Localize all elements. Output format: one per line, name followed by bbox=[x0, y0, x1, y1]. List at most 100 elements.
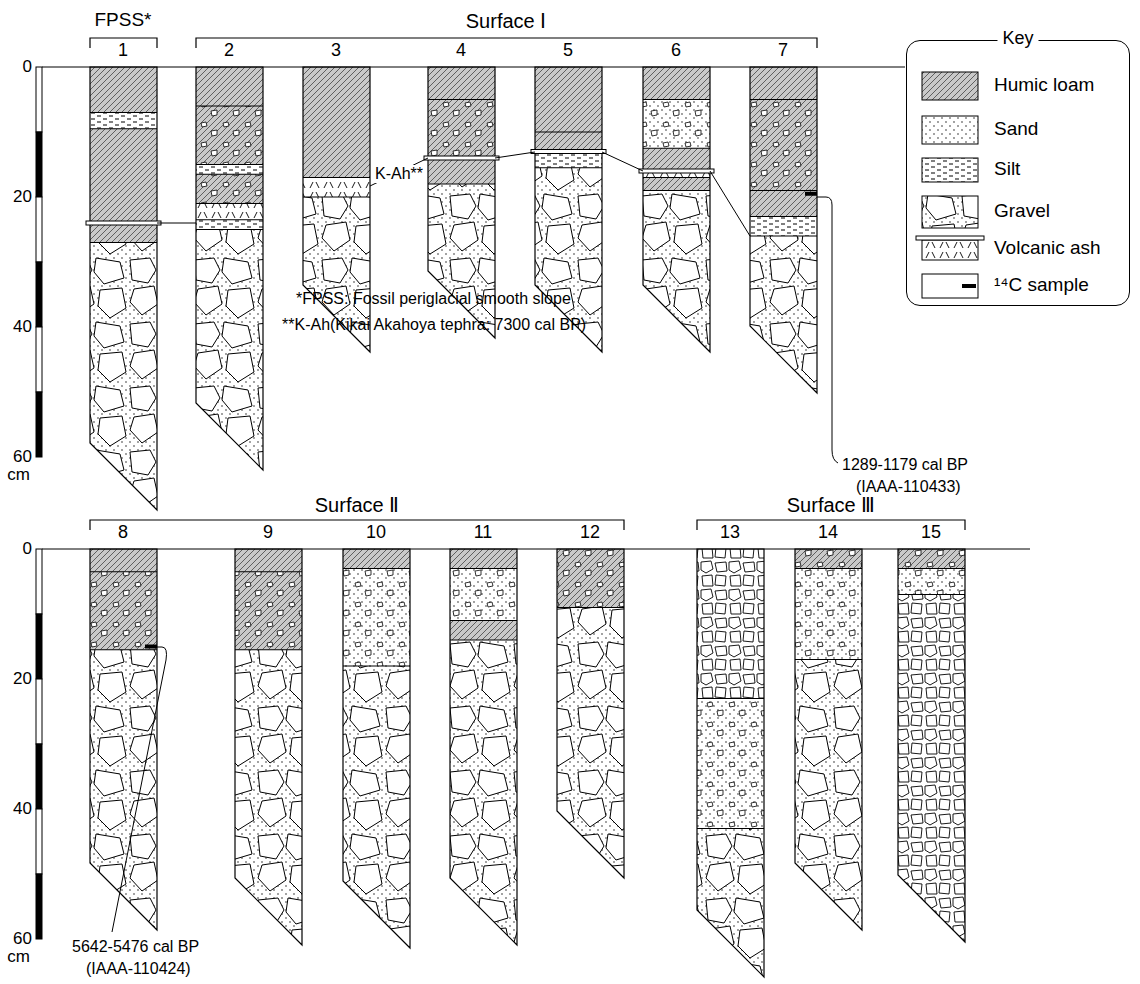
soil-columns bbox=[86, 67, 965, 977]
layer-boundary bbox=[90, 571, 157, 572]
diagram-label: 4 bbox=[456, 41, 466, 61]
soil-layer bbox=[898, 595, 965, 943]
soil-layer bbox=[196, 230, 263, 471]
diagram-label: 1 bbox=[118, 41, 128, 61]
layer-boundary bbox=[343, 568, 410, 569]
soil-layer bbox=[750, 100, 817, 191]
layer-boundary bbox=[643, 190, 710, 191]
layer-boundary bbox=[697, 828, 764, 829]
column-outline bbox=[535, 67, 602, 352]
soil-layer bbox=[303, 178, 370, 198]
diagram-label: cm bbox=[7, 948, 30, 967]
soil-layer bbox=[343, 549, 410, 569]
column-outline bbox=[303, 67, 370, 352]
diagram-label: 11 bbox=[474, 523, 493, 543]
layer-boundary bbox=[235, 649, 302, 650]
soil-layer bbox=[557, 549, 624, 608]
diagram-label: cm bbox=[7, 466, 30, 485]
soil-layer bbox=[196, 220, 263, 230]
soil-layer bbox=[90, 650, 157, 930]
soil-column bbox=[343, 549, 410, 948]
layer-boundary bbox=[535, 167, 602, 168]
soil-layer bbox=[697, 549, 764, 699]
soil-layer bbox=[343, 569, 410, 667]
soil-column bbox=[450, 549, 517, 945]
layer-boundary bbox=[428, 184, 495, 185]
soil-layer bbox=[428, 100, 495, 159]
diagram-label: Surface Ⅰ bbox=[466, 10, 546, 32]
soil-layer bbox=[196, 67, 263, 106]
soil-layer bbox=[343, 666, 410, 948]
leader-line bbox=[112, 197, 838, 932]
soil-layer bbox=[196, 106, 263, 165]
soil-layer bbox=[795, 549, 862, 569]
soil-column bbox=[557, 549, 624, 878]
soil-layer bbox=[750, 191, 817, 217]
diagram-label: 40 bbox=[13, 318, 32, 337]
diagram-label: 6 bbox=[671, 41, 681, 61]
diagram-label: *FPSS: Fossil periglacial smooth slope bbox=[296, 290, 571, 308]
layer-boundary bbox=[795, 659, 862, 660]
soil-layer bbox=[750, 217, 817, 237]
diagram-label: 15 bbox=[921, 523, 941, 543]
soil-column bbox=[303, 67, 370, 352]
soil-layer bbox=[235, 650, 302, 945]
soil-layer bbox=[450, 640, 517, 945]
column-outline bbox=[450, 549, 517, 945]
column-outline bbox=[235, 549, 302, 945]
soil-layer bbox=[235, 549, 302, 572]
soil-layer bbox=[196, 165, 263, 175]
layer-boundary bbox=[643, 99, 710, 100]
soil-layer bbox=[643, 100, 710, 149]
diagram-label: 7 bbox=[778, 41, 788, 61]
column-outline bbox=[643, 67, 710, 352]
soil-layer bbox=[90, 67, 157, 113]
diagram-label: 60 bbox=[13, 448, 32, 467]
soil-layer bbox=[898, 549, 965, 569]
depth-axis bbox=[36, 67, 1030, 939]
soil-layer bbox=[795, 660, 862, 931]
soil-layer bbox=[196, 174, 263, 203]
soil-layer bbox=[643, 100, 710, 149]
layer-boundary bbox=[303, 177, 370, 178]
soil-layer bbox=[450, 549, 517, 569]
layer-boundary bbox=[750, 190, 817, 191]
soil-column bbox=[90, 67, 157, 510]
diagram-label: 14 bbox=[818, 523, 838, 543]
diagram-label: 5 bbox=[563, 41, 573, 61]
soil-column bbox=[196, 67, 263, 470]
soil-layer bbox=[795, 569, 862, 660]
legend-text: Gravel bbox=[994, 201, 1050, 222]
layer-boundary bbox=[643, 177, 710, 178]
layer-boundary bbox=[450, 620, 517, 621]
layer-boundary bbox=[450, 568, 517, 569]
c14-sample bbox=[145, 645, 157, 649]
soil-layer bbox=[90, 572, 157, 650]
diagram-label: 13 bbox=[720, 523, 740, 543]
ash-layer bbox=[531, 150, 606, 154]
layer-boundary bbox=[90, 242, 157, 243]
soil-layer bbox=[643, 67, 710, 100]
layer-boundary bbox=[898, 568, 965, 569]
soil-column bbox=[643, 67, 710, 352]
soil-layer bbox=[643, 178, 710, 191]
diagram-label: (IAAA-110433) bbox=[856, 478, 961, 496]
diagram-label: 10 bbox=[366, 523, 386, 543]
layer-boundary bbox=[343, 666, 410, 667]
soil-layer bbox=[303, 67, 370, 178]
soil-layer bbox=[535, 67, 602, 132]
legend-text: ¹⁴C sample bbox=[994, 275, 1089, 296]
soil-column bbox=[750, 67, 817, 393]
diagram-label: 20 bbox=[13, 670, 32, 689]
column-outline bbox=[795, 549, 862, 930]
soil-layer bbox=[795, 569, 862, 660]
soil-column bbox=[697, 549, 764, 977]
soil-layer bbox=[90, 572, 157, 650]
diagram-label: FPSS* bbox=[94, 10, 151, 31]
soil-layer bbox=[697, 699, 764, 829]
soil-layer bbox=[643, 148, 710, 171]
layer-boundary bbox=[750, 236, 817, 237]
soil-column bbox=[235, 549, 302, 945]
layer-boundary bbox=[90, 128, 157, 129]
diagram-label: 40 bbox=[13, 800, 32, 819]
